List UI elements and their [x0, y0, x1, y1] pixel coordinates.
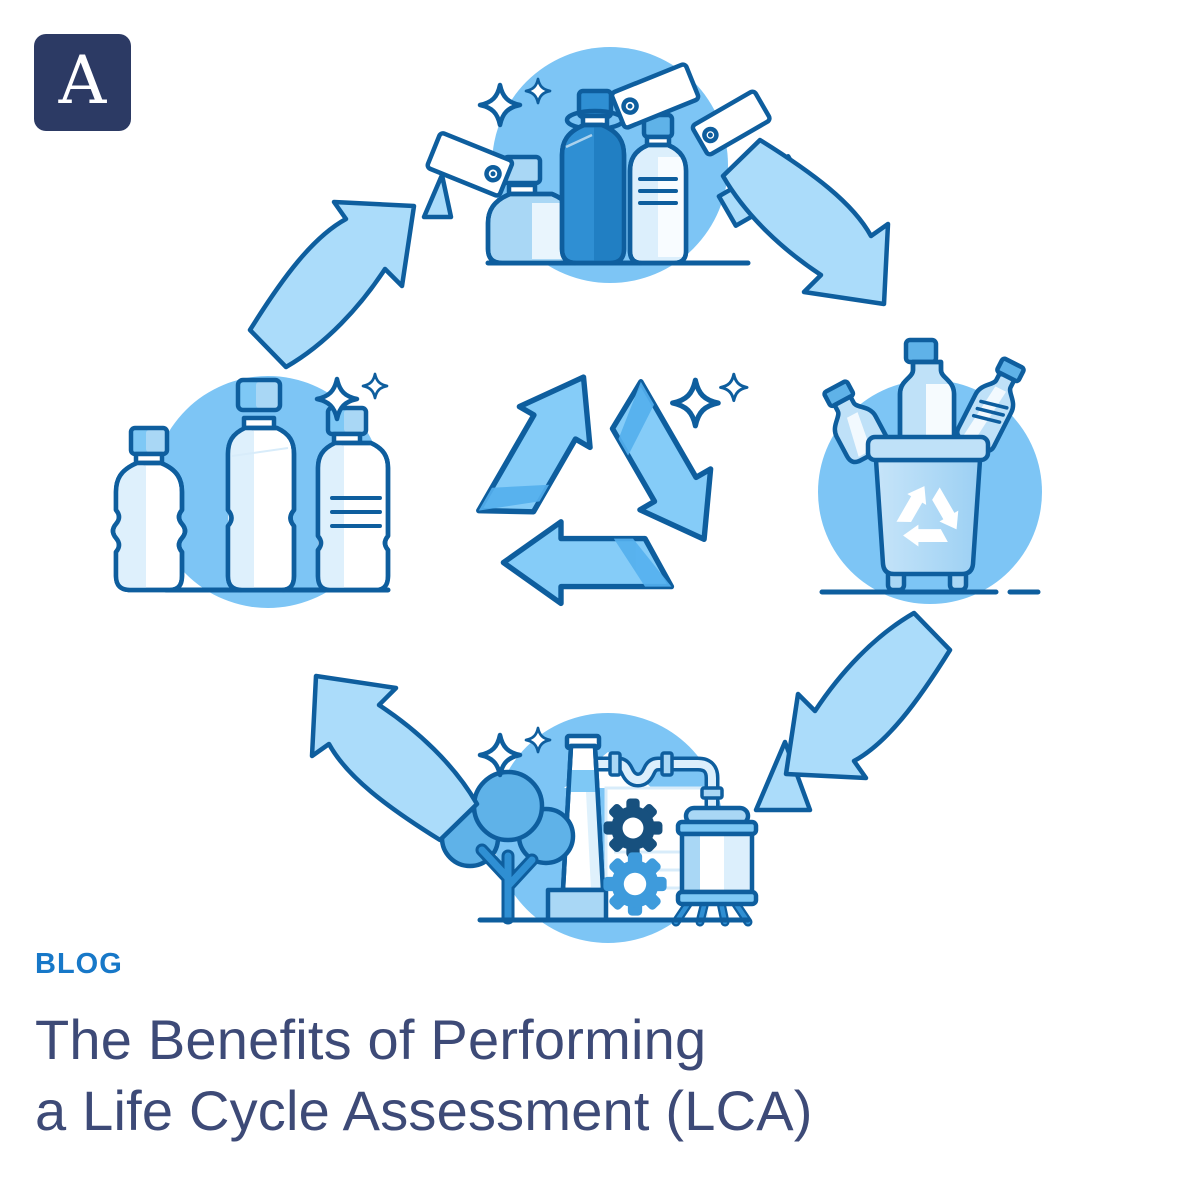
- cycle-arrow-icon: [786, 613, 950, 778]
- page-title: The Benefits of Performing a Life Cycle …: [35, 1005, 1165, 1146]
- price-tag-icon: [609, 62, 701, 130]
- stage-processing: [423, 713, 813, 943]
- bottle-icon: [627, 112, 689, 266]
- pipe: [586, 751, 724, 814]
- sparkle-icon: [673, 380, 719, 426]
- stage-collection: [818, 337, 1042, 604]
- price-tag-icon: [425, 131, 515, 198]
- cycle-arrows: [250, 137, 950, 840]
- tank-icon: [671, 805, 759, 927]
- caption-block: BLOG The Benefits of Performing a Life C…: [35, 948, 1165, 1146]
- bottle-icon: [559, 88, 627, 266]
- stage-recycled-products: [110, 372, 391, 608]
- blog-label: BLOG: [35, 948, 123, 980]
- bottle-icon: [315, 405, 391, 593]
- cycle-arrow-icon: [720, 137, 891, 307]
- bottle-icon: [955, 356, 1026, 454]
- logo[interactable]: A: [34, 34, 131, 131]
- title-line-1: The Benefits of Performing: [35, 1008, 707, 1071]
- gear-icon: [603, 852, 667, 916]
- tree-icon: [439, 769, 576, 925]
- cycle-arrow-icon: [312, 676, 477, 840]
- sparkle-icon: [719, 372, 749, 403]
- recycle-symbol-icon: [464, 357, 749, 604]
- bottle-icon: [110, 425, 188, 593]
- recycling-bin-icon: [865, 434, 991, 593]
- title-line-2: a Life Cycle Assessment (LCA): [35, 1078, 813, 1142]
- sparkle-icon: [361, 372, 389, 400]
- stage-products: [421, 47, 808, 283]
- gear-icon: [603, 798, 663, 858]
- tag-fragment-icon: [421, 172, 454, 220]
- price-tag-icon: [690, 89, 772, 157]
- logo-letter: A: [58, 41, 107, 119]
- cycle-arrow-icon: [250, 202, 414, 367]
- bottle-icon: [225, 377, 297, 593]
